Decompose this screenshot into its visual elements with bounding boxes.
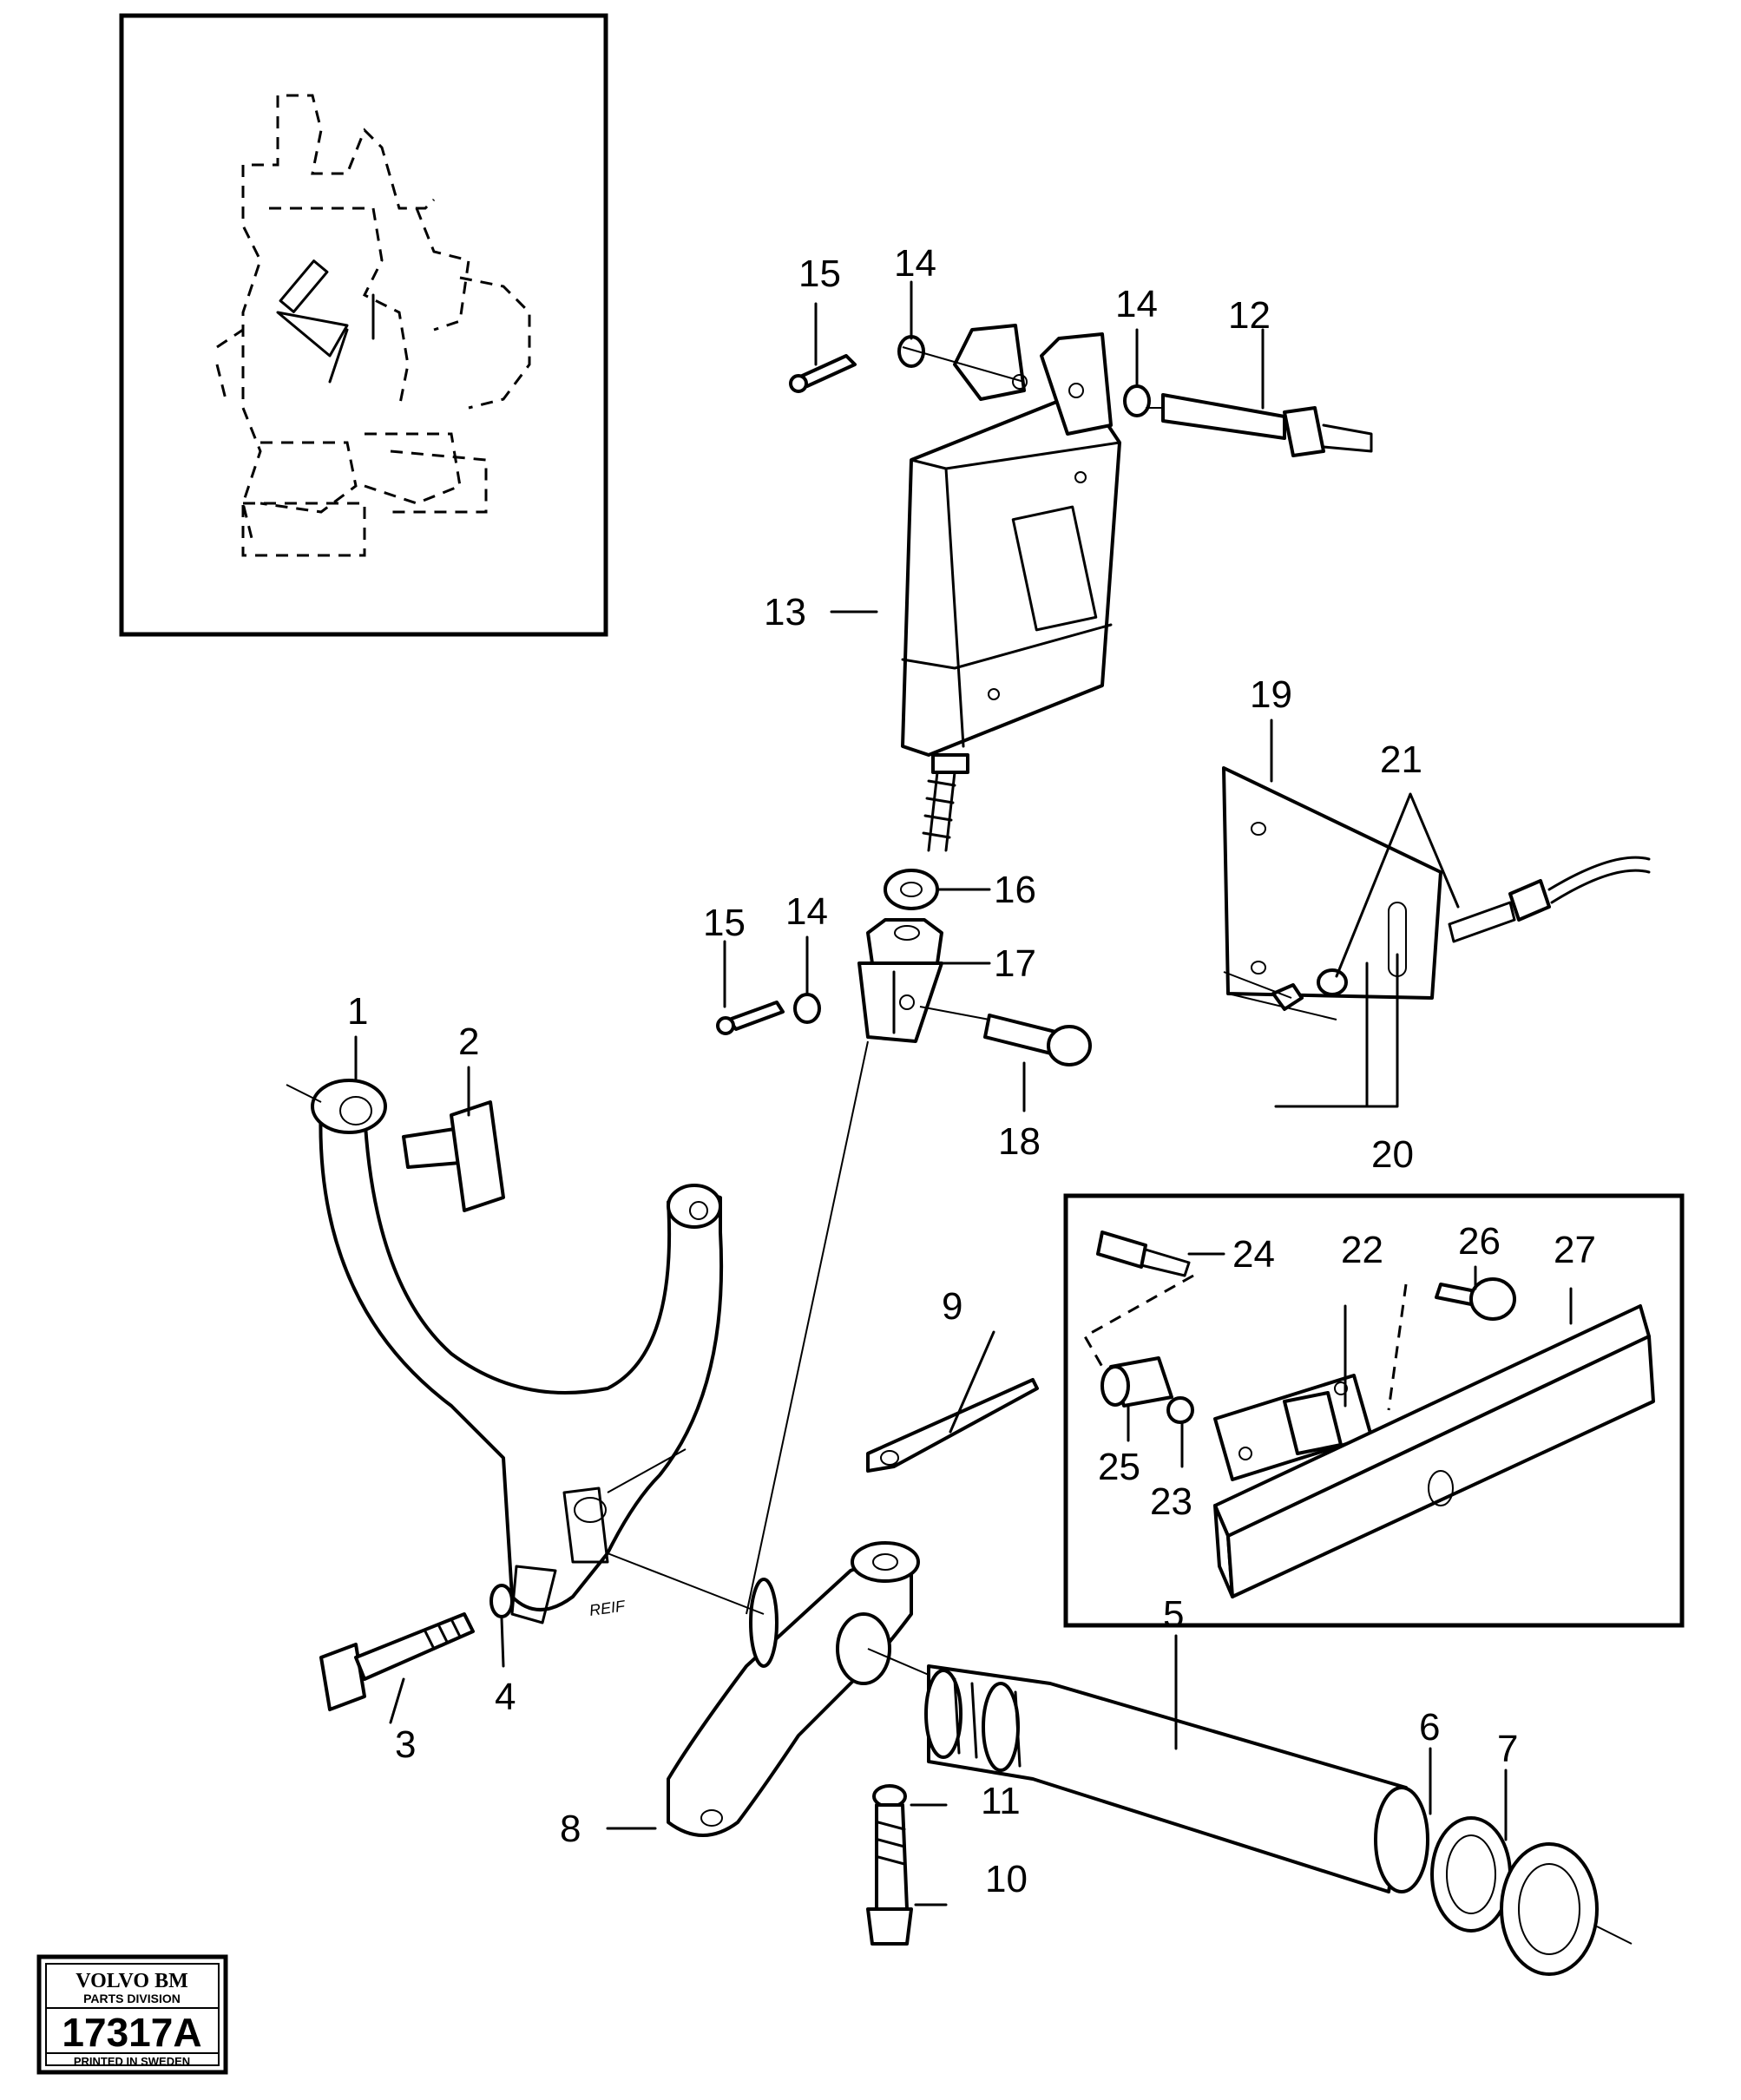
part-5-shaft	[924, 1664, 1599, 1976]
callout-9: 9	[942, 1285, 962, 1328]
casting-mark: REIF	[588, 1597, 627, 1619]
stamp-brand: VOLVO BM	[76, 1970, 188, 1992]
callout-2: 2	[458, 1020, 479, 1063]
assembly-lines	[607, 346, 1633, 1945]
callout-6: 6	[1419, 1706, 1440, 1749]
callout-26: 26	[1458, 1220, 1501, 1263]
volvo-bm-stamp: VOLVO BM PARTS DIVISION 17317A PRINTED I…	[36, 1954, 228, 2075]
callout-labels: 1 2 3 4 5 6 7 8 9 10 11 12 13 14 14 14 1…	[347, 242, 1596, 1900]
leader-lines	[354, 280, 1573, 1906]
part-1-fork	[286, 1079, 724, 1624]
part-12-bolt	[1161, 393, 1373, 457]
callout-24: 24	[1232, 1233, 1275, 1276]
callout-21: 21	[1380, 738, 1422, 781]
callout-22: 22	[1341, 1229, 1383, 1271]
part-19-bracket	[1222, 766, 1651, 1020]
callout-15a: 15	[798, 253, 841, 295]
callout-14a: 14	[894, 242, 936, 285]
callout-27: 27	[1554, 1229, 1596, 1271]
callout-17: 17	[994, 942, 1036, 985]
stamp-printed: PRINTED IN SWEDEN	[74, 2055, 190, 2068]
callout-12: 12	[1228, 294, 1271, 337]
callout-11: 11	[981, 1780, 1021, 1822]
washers-top	[789, 335, 1151, 417]
callout-16: 16	[994, 869, 1036, 911]
part-16-17-clevis	[716, 869, 1092, 1066]
callout-18: 18	[998, 1120, 1041, 1163]
part-8-lever	[667, 1378, 1039, 1946]
part-13-actuator	[901, 324, 1121, 852]
callout-8: 8	[560, 1808, 581, 1850]
callout-20: 20	[1371, 1133, 1414, 1176]
callout-19: 19	[1250, 673, 1292, 716]
callout-5: 5	[1163, 1593, 1184, 1636]
callout-23: 23	[1150, 1480, 1192, 1523]
callout-15b: 15	[703, 902, 746, 944]
callout-10: 10	[985, 1858, 1028, 1900]
stamp-number: 17317A	[62, 2010, 201, 2055]
detail-box	[1063, 1193, 1685, 1628]
callout-25: 25	[1098, 1446, 1140, 1488]
callout-1: 1	[347, 990, 368, 1033]
callout-7: 7	[1497, 1728, 1518, 1770]
inset-overview	[119, 13, 608, 637]
stamp-division: PARTS DIVISION	[83, 1992, 181, 2005]
callout-3: 3	[395, 1723, 416, 1766]
part-3-4-bolt	[319, 1584, 514, 1711]
callout-13: 13	[764, 591, 806, 633]
part-2-pin	[402, 1100, 505, 1212]
callout-4: 4	[495, 1676, 516, 1718]
callout-14c: 14	[785, 890, 828, 933]
callout-14b: 14	[1115, 283, 1158, 325]
